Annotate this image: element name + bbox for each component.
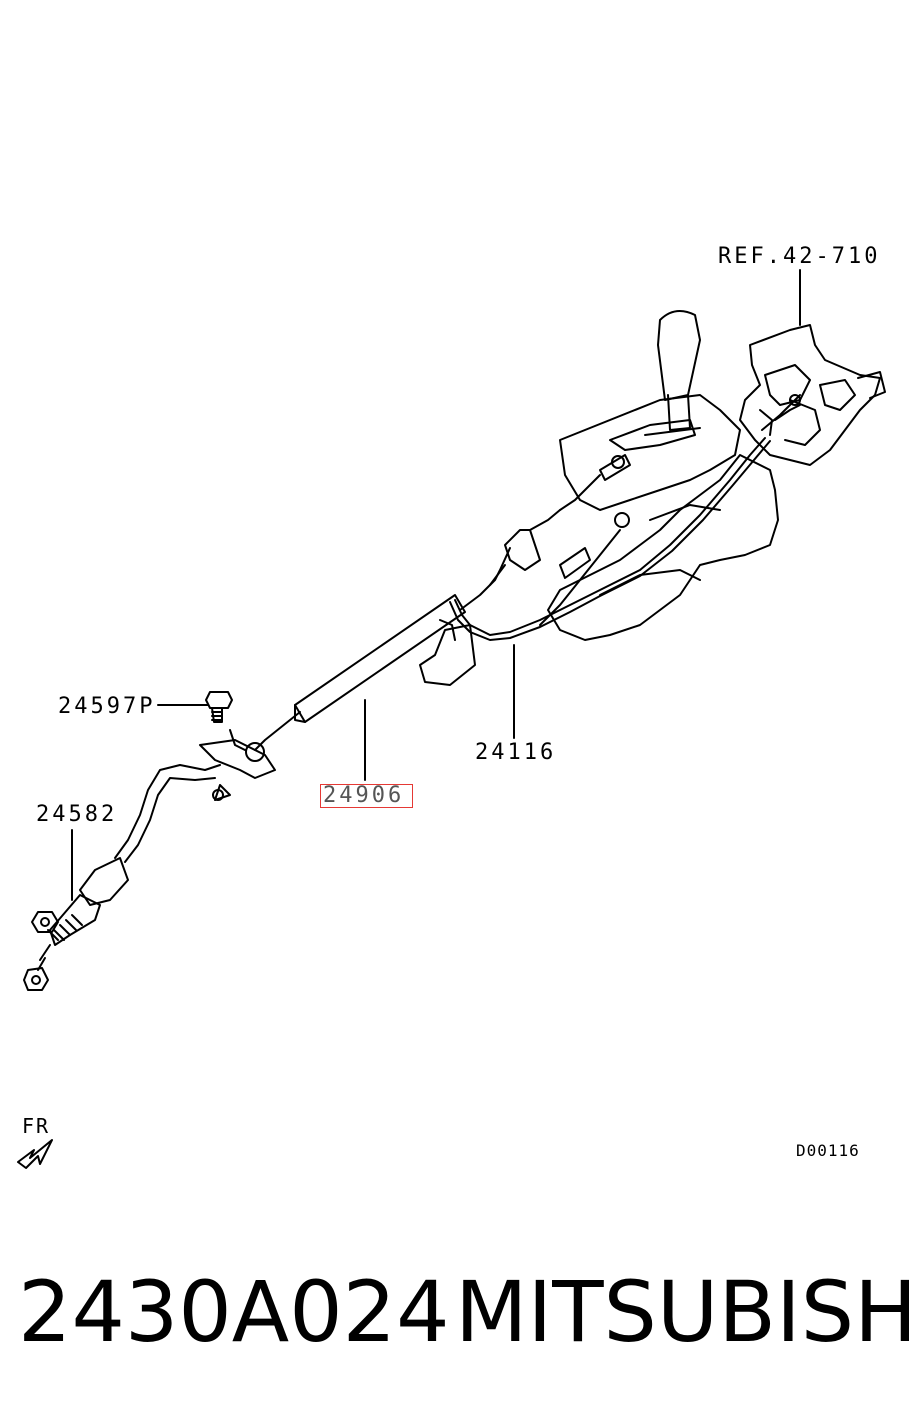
transmission-housing — [739, 324, 886, 466]
part-number: 2430A024 — [18, 1263, 450, 1361]
main-cable — [254, 529, 541, 751]
cable-bracket — [199, 729, 276, 801]
bolt-24597p — [205, 691, 233, 723]
label-ref-42-710: REF.42-710 — [718, 244, 881, 269]
label-24906-highlighted: 24906 — [320, 784, 414, 808]
brand-name: MITSUBISHI — [455, 1263, 909, 1361]
secondary-cable — [419, 394, 801, 686]
shift-knob — [644, 310, 701, 436]
front-arrow-icon — [17, 1139, 53, 1169]
label-24582: 24582 — [36, 802, 118, 827]
label-24116: 24116 — [475, 740, 557, 765]
label-diagram-code: D00116 — [796, 1141, 860, 1160]
label-front: FR — [22, 1114, 51, 1138]
lever-link — [529, 454, 631, 531]
cable-rod-end — [37, 764, 221, 971]
label-24597p: 24597P — [58, 694, 156, 719]
nut-24582 — [23, 911, 59, 991]
